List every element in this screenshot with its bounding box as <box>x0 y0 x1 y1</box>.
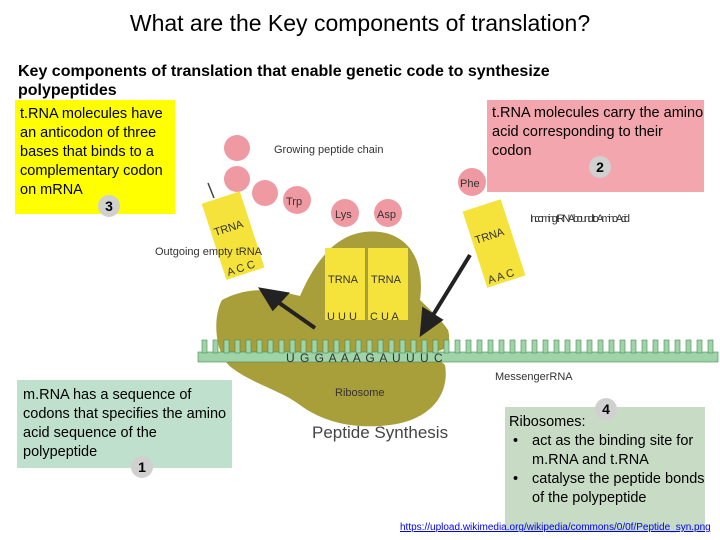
badge-4: 4 <box>595 398 617 420</box>
ribosomes-bullet-2: catalyse the peptide bonds of the polype… <box>509 470 705 508</box>
amino-phe-label: Phe <box>460 178 480 190</box>
incoming-trna: TRNA A A C <box>462 199 526 288</box>
messenger-rna-label: MessengerRNA <box>495 371 573 383</box>
trna-p-label: TRNA <box>328 274 359 286</box>
outgoing-stem <box>207 182 215 199</box>
amino-asp <box>374 199 402 227</box>
amino-lys-label: Lys <box>335 209 352 221</box>
peptide-ball-1 <box>224 135 250 161</box>
ribosomes-bullet-1: act as the binding site for m.RNA and t.… <box>509 432 705 470</box>
trna-p-site <box>325 248 365 320</box>
amino-trp-label: Trp <box>286 196 302 208</box>
ribosomes-box: Ribosomes: act as the binding site for m… <box>505 407 705 532</box>
mrna-sequence: U G G A A A G A U U U C <box>286 351 444 365</box>
outgoing-label-text: Outgoing empty tRNA <box>155 246 263 258</box>
incoming-label: Incoming tRNA bound to Amino Acid <box>530 213 630 225</box>
anticodon-p: U U U <box>327 311 357 323</box>
mrna-teeth <box>201 339 714 354</box>
amino-lys <box>331 199 359 227</box>
ribosome-label: Ribosome <box>335 387 385 399</box>
incoming-arrow <box>419 253 472 338</box>
peptide-ball-4 <box>283 186 311 214</box>
outgoing-label: Outgoing empty tRNA <box>155 246 263 258</box>
peptide-ball-2 <box>224 166 250 192</box>
trna-carry-box: t.RNA molecules carry the amino acid cor… <box>487 100 704 192</box>
growing-chain-label: Growing peptide chain <box>274 144 383 156</box>
amino-phe <box>458 168 486 196</box>
trna-anticodon-box: t.RNA molecules have an anticodon of thr… <box>15 100 175 214</box>
mrna-box: m.RNA has a sequence of codons that spec… <box>17 380 232 468</box>
trna-carry-text: t.RNA molecules carry the amino acid cor… <box>492 105 704 159</box>
outgoing-arrow <box>258 287 317 330</box>
slide-subtitle: Key components of translation that enabl… <box>18 63 550 99</box>
peptide-ball-3 <box>252 180 278 206</box>
mrna-strand <box>197 351 719 363</box>
trna-anticodon-text: t.RNA molecules have an anticodon of thr… <box>20 106 163 198</box>
ribosomes-list: act as the binding site for m.RNA and t.… <box>509 432 705 508</box>
mrna-text: m.RNA has a sequence of codons that spec… <box>23 387 227 460</box>
peptide-synthesis-caption: Peptide Synthesis <box>312 423 448 442</box>
badge-1: 1 <box>131 456 153 478</box>
slide-title: What are the Key components of translati… <box>129 10 591 36</box>
trna-a-site <box>368 248 408 320</box>
badge-2: 2 <box>589 156 611 178</box>
badge-3: 3 <box>98 195 120 217</box>
trna-a-label: TRNA <box>371 274 402 286</box>
source-link[interactable]: https://upload.wikimedia.org/wikipedia/c… <box>400 522 711 533</box>
amino-asp-label: Asp <box>377 209 396 221</box>
outgoing-trna: TRNA A C C <box>201 191 265 280</box>
ribosomes-heading: Ribosomes: <box>509 414 586 430</box>
anticodon-a: C U A <box>370 311 399 323</box>
